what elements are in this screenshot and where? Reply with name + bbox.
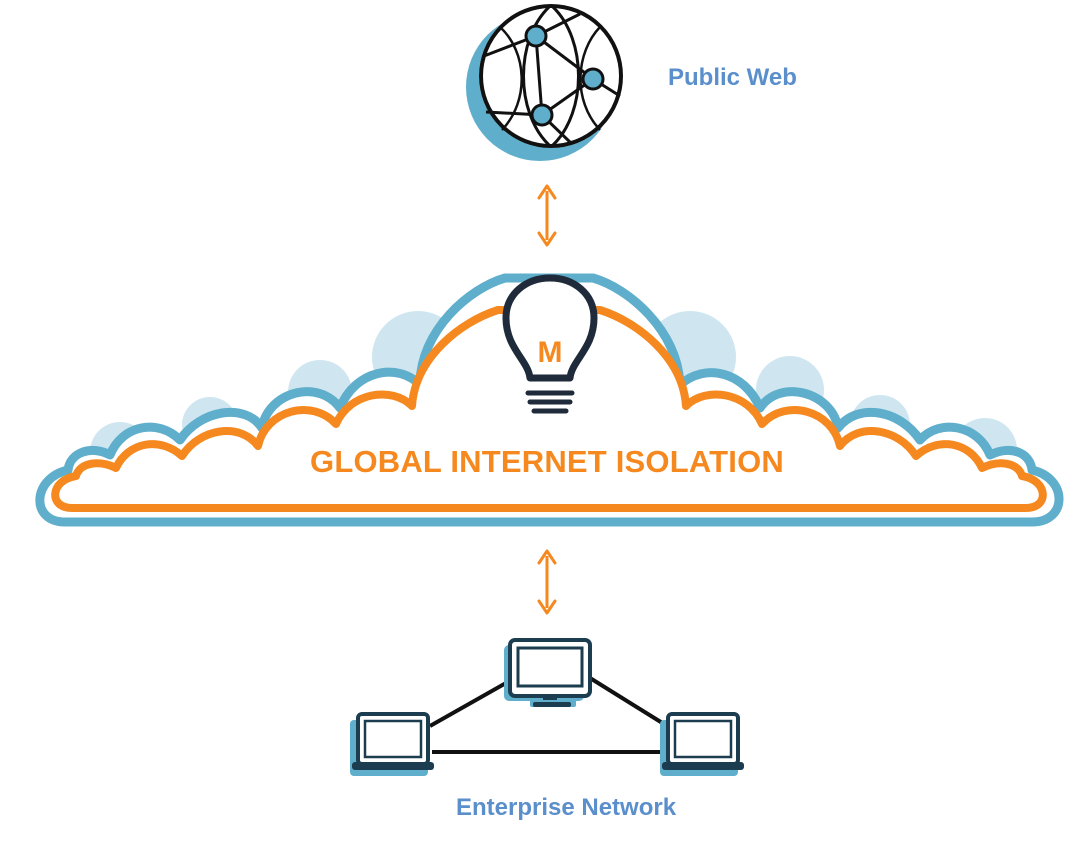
bidirectional-arrow-bottom	[537, 549, 557, 615]
public-web-label: Public Web	[668, 64, 797, 91]
bulb-glass	[502, 274, 598, 382]
laptop-icon	[660, 712, 744, 776]
globe-network-icon	[466, 4, 623, 161]
globe-node	[524, 24, 548, 48]
globe-meridian	[551, 5, 580, 147]
lightbulb-icon: M	[502, 274, 598, 414]
enterprise-network	[350, 638, 744, 776]
globe-meridian	[579, 26, 601, 131]
enterprise-network-label: Enterprise Network	[456, 794, 677, 821]
globe-link	[535, 34, 594, 81]
globe-meridian	[499, 26, 523, 131]
desktop-monitor-icon	[504, 638, 592, 707]
bulb-letter: M	[538, 336, 563, 369]
network-link	[429, 681, 507, 728]
cloud-title: GLOBAL INTERNET ISOLATION	[310, 444, 785, 479]
globe-node	[581, 67, 605, 91]
network-link	[588, 676, 666, 726]
globe-link	[534, 35, 544, 116]
laptop-icon	[350, 712, 434, 776]
globe-meridian	[522, 5, 551, 147]
globe-node	[530, 103, 554, 127]
bidirectional-arrow-top	[537, 184, 557, 247]
